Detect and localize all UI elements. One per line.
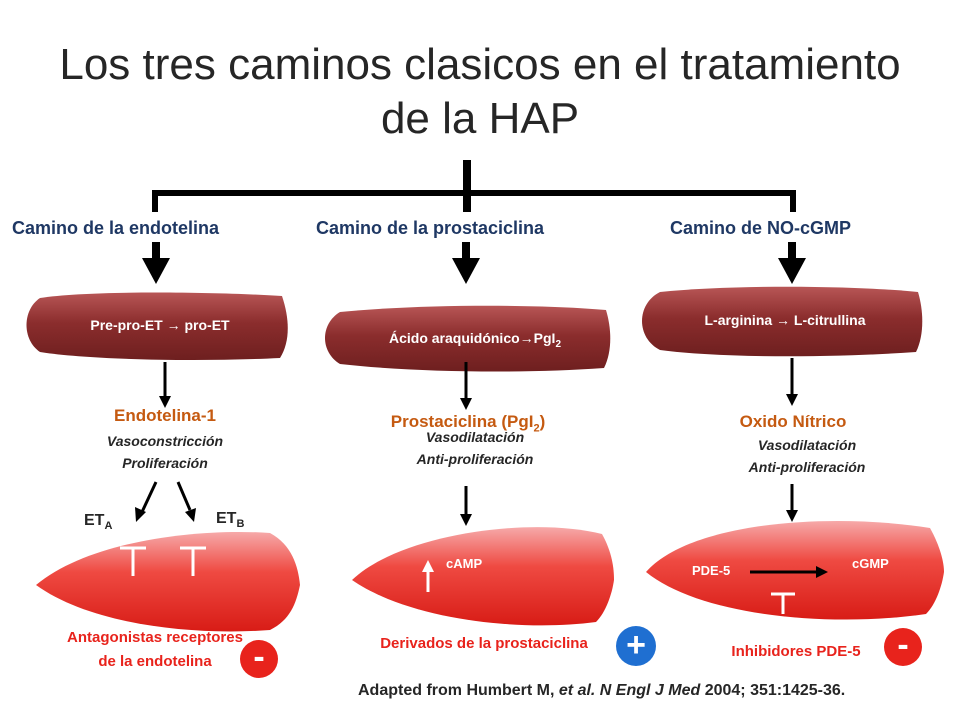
effect-anti-proliferacion: Anti-proliferación xyxy=(416,451,534,467)
pde5-to-cgmp-arrow xyxy=(750,566,828,578)
minus-sign-endotelina: - xyxy=(240,640,278,678)
effect-vasodilatacion: Vasodilatación xyxy=(757,437,857,453)
down-arrow-endotelina xyxy=(142,242,170,284)
camp-up-arrow-icon xyxy=(422,560,434,592)
product-endotelina-1: Endotelina-1 xyxy=(113,406,216,425)
path-label-prostaciclina: Camino de la prostaciclina xyxy=(316,218,545,238)
receptor-eta-symbol xyxy=(120,546,146,576)
cell-prostaciclina xyxy=(352,527,614,626)
down-arrow-prostaciclina xyxy=(452,242,480,284)
path-label-endotelina: Camino de la endotelina xyxy=(12,218,220,238)
enzyme-pde5: PDE-5 xyxy=(692,563,731,578)
effect-anti-proliferacion: Anti-proliferación xyxy=(748,459,866,475)
product-prostaciclina: Prostaciclina (PgI2) xyxy=(390,412,546,435)
messenger-camp: cAMP xyxy=(446,556,483,571)
therapy-no-cgmp: Inhibidores PDE-5 xyxy=(731,643,861,660)
citation: Adapted from Humbert M, et al. N Engl J … xyxy=(358,682,846,699)
effect-vasoconstriccion: Vasoconstricción xyxy=(106,433,224,449)
precursor-pill-endotelina xyxy=(26,292,288,360)
diagram-title: Los tres caminos clasicos en el tratamie… xyxy=(40,38,920,146)
precursor-pill-prostaciclina xyxy=(325,305,611,372)
pde5-inhibitor-symbol xyxy=(771,592,795,614)
precursor-pill-no-cgmp xyxy=(642,286,923,357)
arrow-to-eta xyxy=(135,481,158,522)
precursor-prostaciclina: Ácido araquidónico→PgI2 xyxy=(388,330,562,350)
effect-vasodilatacion: Vasodilatación xyxy=(425,429,525,445)
messenger-cgmp: cGMP xyxy=(852,556,889,571)
title-line-2: de la HAP xyxy=(380,94,580,143)
minus-sign-no-cgmp: - xyxy=(884,628,922,666)
tree-connector xyxy=(152,160,796,212)
receptor-etb-symbol xyxy=(180,546,206,576)
thin-arrow-endotelina xyxy=(159,362,171,408)
path-label-no-cgmp: Camino de NO-cGMP xyxy=(670,218,852,238)
precursor-no-cgmp: L-arginina → L-citrullina xyxy=(704,312,866,328)
cell-no-cgmp xyxy=(646,520,944,620)
effects-no-cgmp: Vasodilatación Anti-proliferación xyxy=(722,434,892,478)
therapy-endotelina: Antagonistas receptores de la endotelina xyxy=(67,629,243,670)
receptor-eta-label: ETA xyxy=(84,512,113,533)
effects-endotelina: Vasoconstricción Proliferación xyxy=(80,430,250,474)
effects-prostaciclina: Vasodilatación Anti-proliferación xyxy=(390,426,560,470)
therapy-prostaciclina: Derivados de la prostaciclina xyxy=(380,635,588,652)
cell-endotelina xyxy=(36,531,300,632)
plus-sign-prostaciclina: + xyxy=(616,626,656,666)
thin-arrow-prostaciclina xyxy=(460,362,472,410)
thin-arrow-no-cgmp xyxy=(786,358,798,406)
thin-arrow-to-cell-prostaciclina xyxy=(460,486,472,526)
thin-arrow-to-cell-no-cgmp xyxy=(786,484,798,522)
effect-proliferacion: Proliferación xyxy=(122,455,208,471)
arrow-to-etb xyxy=(176,481,196,522)
title-line-1: Los tres caminos clasicos en el tratamie… xyxy=(59,40,901,89)
down-arrow-no-cgmp xyxy=(778,242,806,284)
receptor-etb-label: ETB xyxy=(216,510,245,531)
precursor-endotelina: Pre-pro-ET → pro-ET xyxy=(90,317,230,333)
product-oxido-nitrico: Oxido Nítrico xyxy=(739,412,847,431)
